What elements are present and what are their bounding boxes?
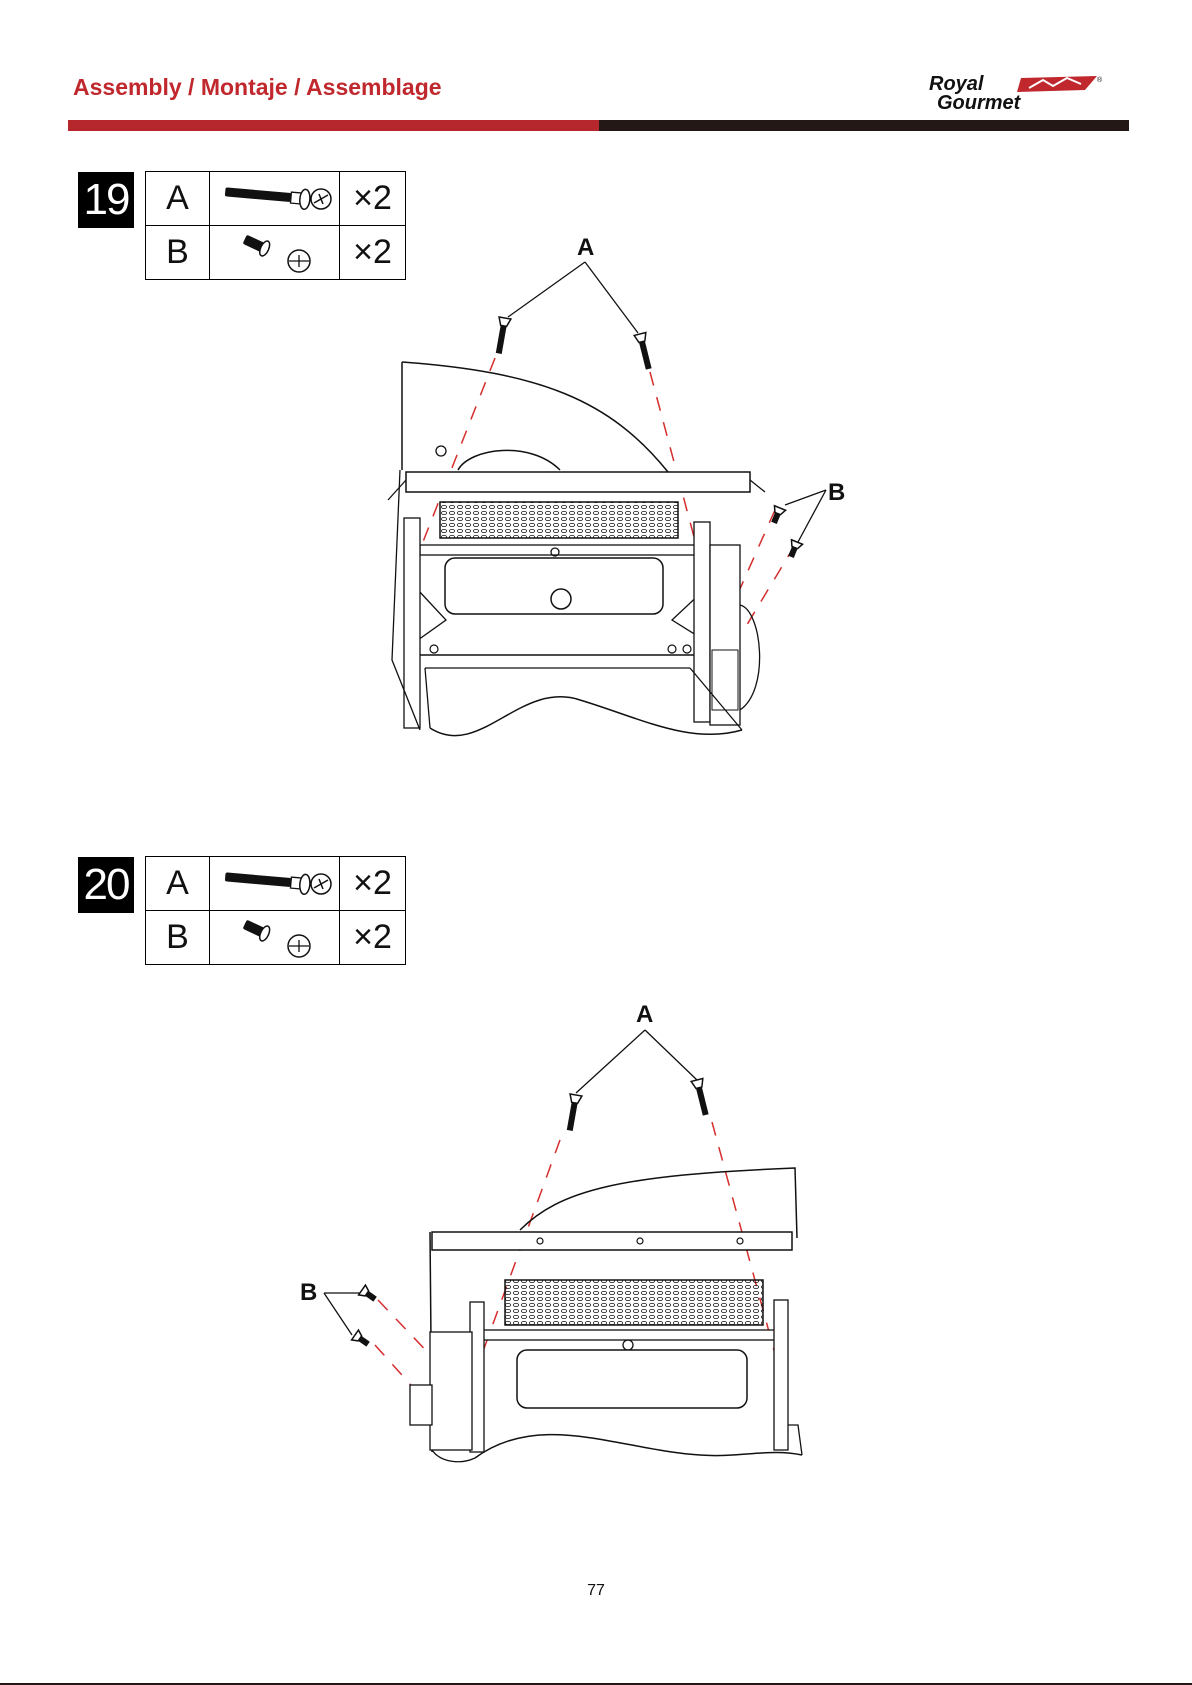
part-letter: A — [146, 857, 210, 911]
step-20-assembly-diagram: A B — [295, 995, 835, 1475]
header-rule-red — [68, 120, 599, 131]
table-row: A ×2 — [146, 857, 406, 911]
long-bolt-with-washer-icon — [210, 857, 340, 911]
bolt-a-right — [634, 333, 654, 371]
royal-gourmet-logo: Royal Gourmet ® — [925, 72, 1105, 112]
long-bolt-with-washer-icon — [210, 172, 340, 226]
table-row: A ×2 — [146, 172, 406, 226]
table-row: B ×2 — [146, 911, 406, 965]
step-number-20: 20 — [78, 857, 134, 913]
bolt-a-left — [493, 317, 511, 355]
part-letter: B — [146, 911, 210, 965]
table-row: B ×2 — [146, 226, 406, 280]
callout-a: A — [636, 1001, 653, 1028]
part-letter: A — [146, 172, 210, 226]
svg-text:®: ® — [1097, 76, 1103, 84]
header-rule-dark — [599, 120, 1129, 131]
screw-b-top — [359, 1285, 379, 1304]
step-19-assembly-diagram: A B — [380, 228, 860, 748]
callout-b: B — [828, 479, 845, 506]
bolt-a-left — [564, 1094, 582, 1132]
svg-text:Gourmet: Gourmet — [937, 92, 1022, 112]
part-quantity: ×2 — [340, 857, 406, 911]
short-screw-with-washer-icon — [210, 911, 340, 965]
short-screw-with-washer-icon — [210, 226, 340, 280]
parts-table-step-19: A ×2 B — [145, 171, 406, 280]
parts-table-step-20: A ×2 B — [145, 856, 406, 965]
callout-b: B — [300, 1279, 317, 1306]
page-number: 77 — [0, 1582, 1192, 1600]
screw-b-top — [768, 506, 785, 525]
step-number-19: 19 — [78, 172, 134, 228]
part-quantity: ×2 — [340, 911, 406, 965]
bolt-a-right — [691, 1079, 711, 1117]
part-quantity: ×2 — [340, 172, 406, 226]
screw-b-bottom — [352, 1330, 372, 1349]
page-title: Assembly / Montaje / Assemblage — [73, 74, 442, 101]
callout-a: A — [577, 234, 594, 261]
part-letter: B — [146, 226, 210, 280]
